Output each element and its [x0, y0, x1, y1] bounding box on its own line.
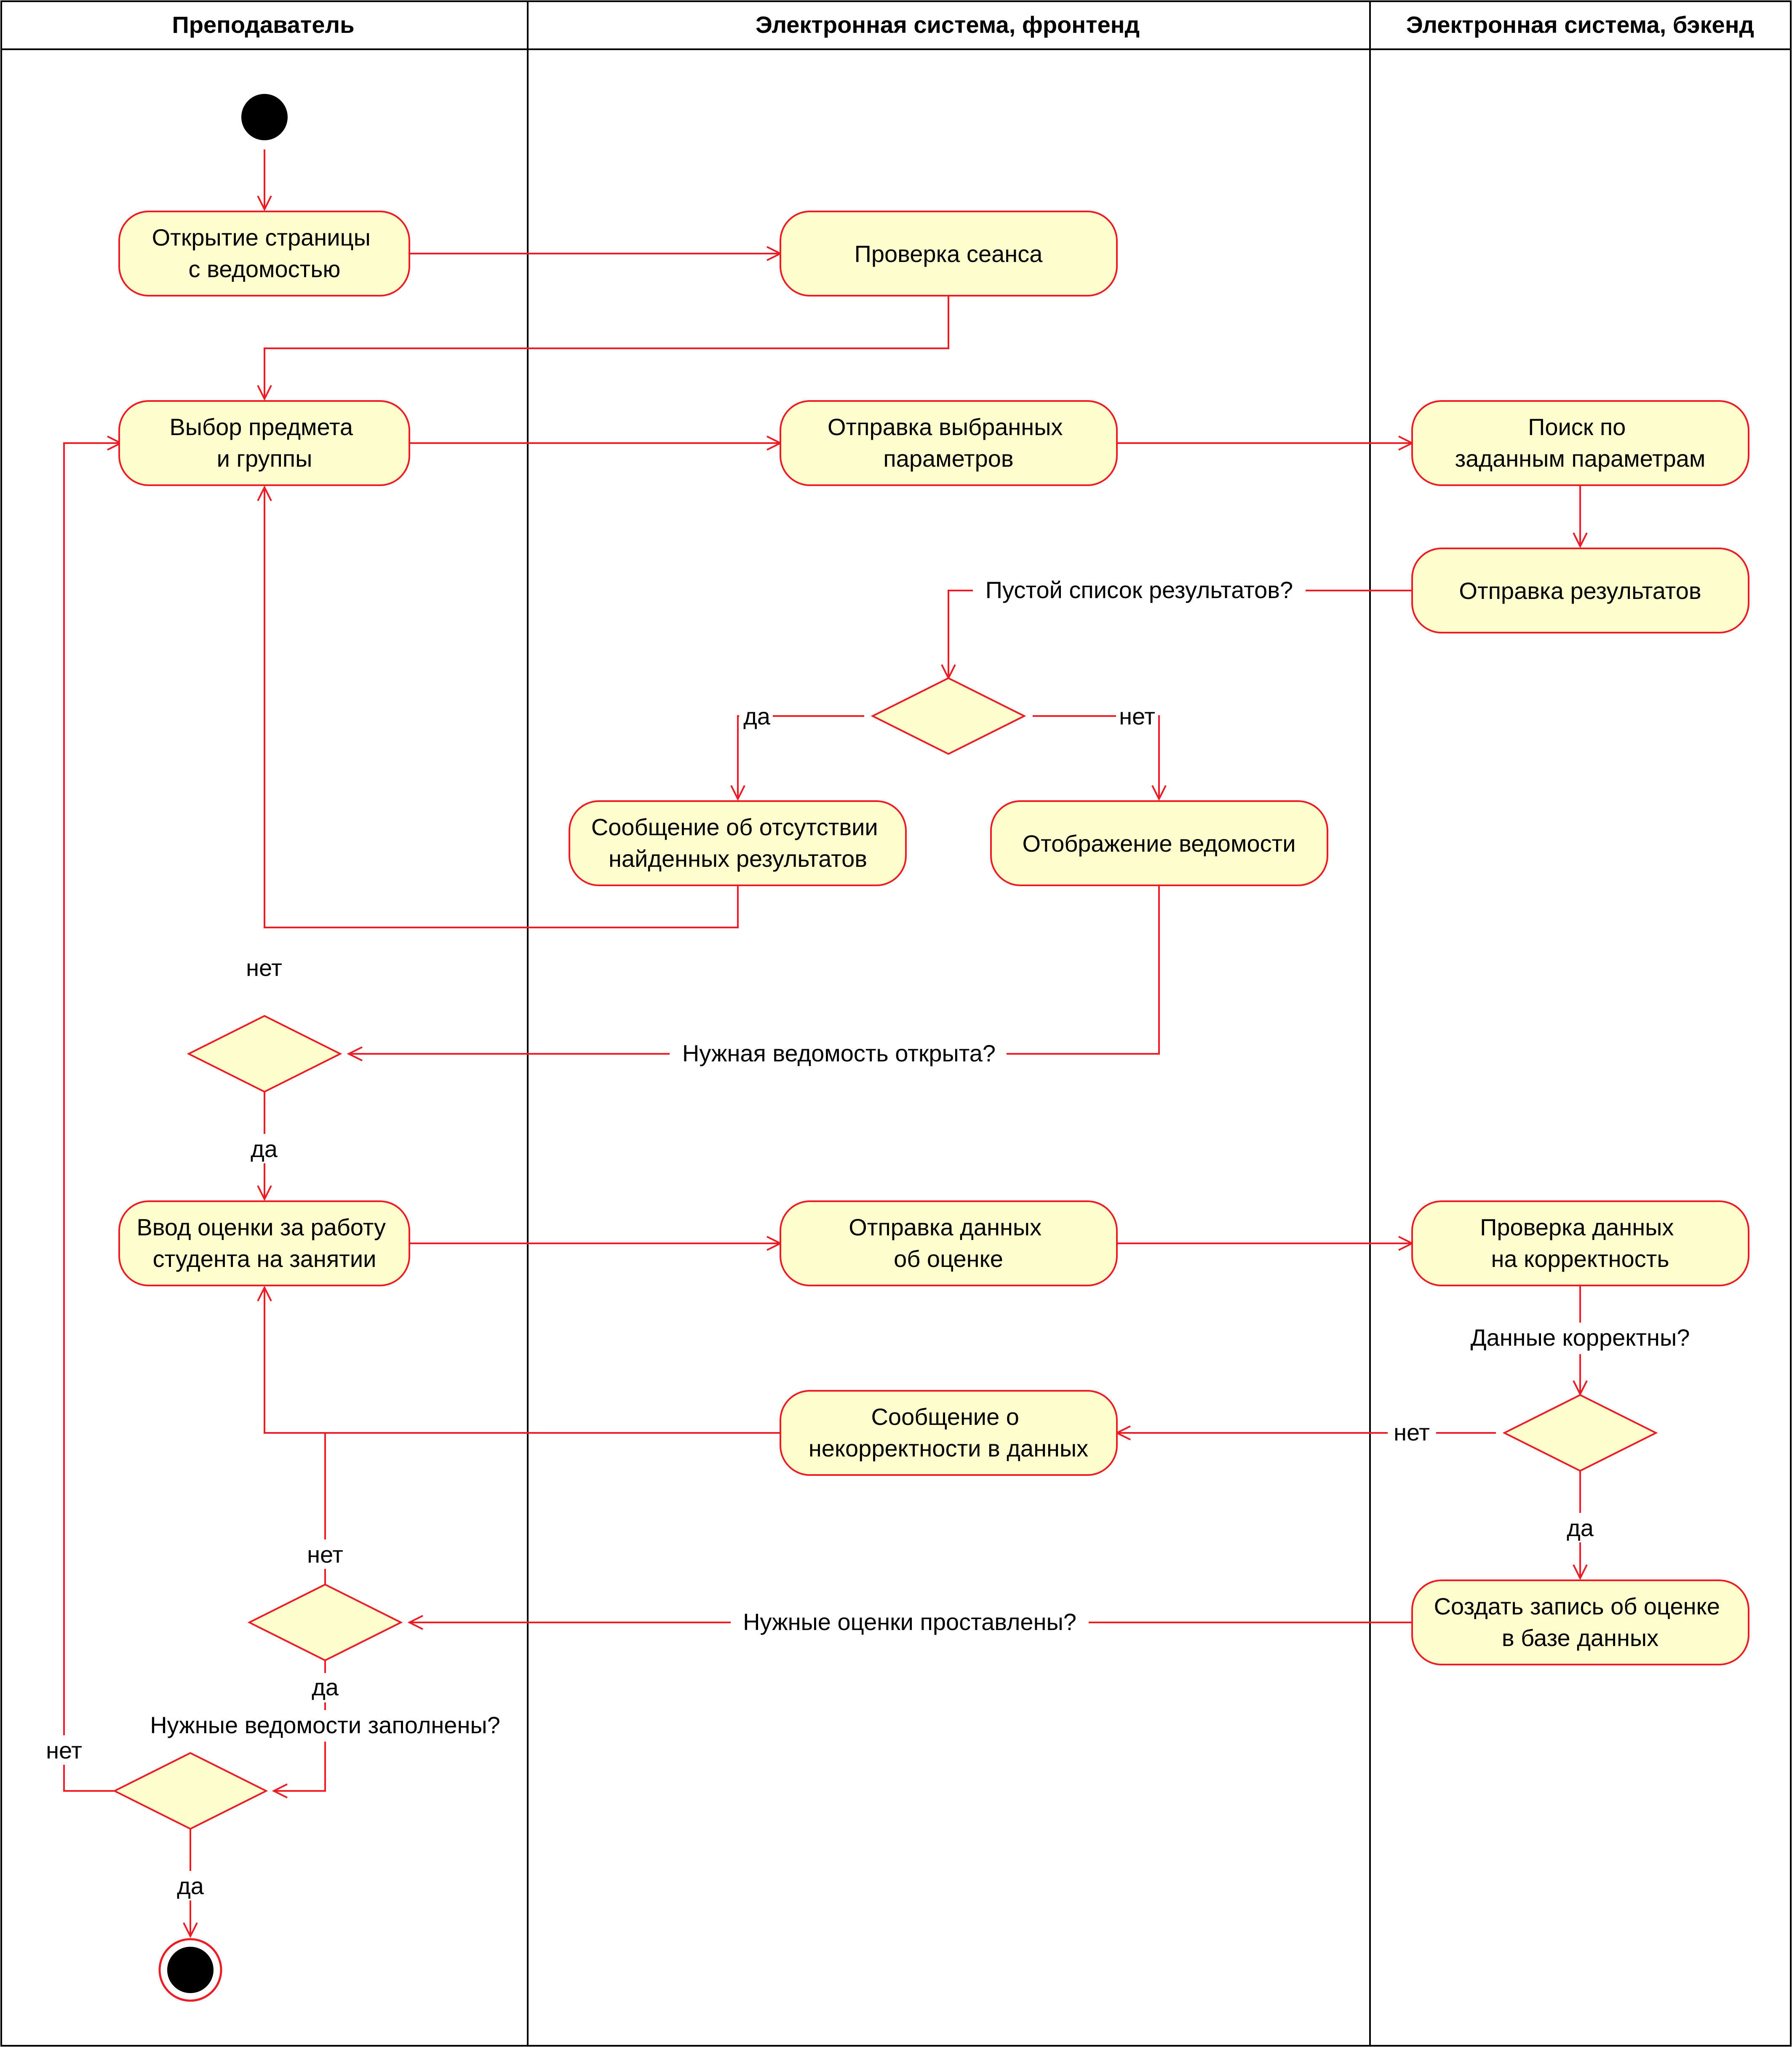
flow-show-to-decision2 — [349, 885, 1160, 1054]
decision-sheet-open — [187, 1015, 342, 1093]
send-grade-label: Отправка данных об оценке — [849, 1214, 1048, 1272]
decision-data-valid — [1502, 1394, 1658, 1472]
flow-decision5-no — [63, 443, 121, 1792]
action-show-sheet: Отображение ведомости — [990, 800, 1328, 886]
flow-decision1-yes — [738, 715, 864, 799]
flow-session-to-choose — [264, 296, 949, 399]
action-choose-subject: Выбор предмета и группы — [118, 400, 410, 486]
lane-title-teacher: Преподаватель — [172, 11, 355, 38]
action-check-session: Проверка сеанса — [780, 211, 1118, 297]
label-sheets-filled: Нужные ведомости заполнены? — [150, 1712, 500, 1738]
create-record-label: Создать запись об оценке в базе данных — [1434, 1593, 1727, 1651]
action-no-results-message: Сообщение об отсутствии найденных резуль… — [569, 800, 907, 886]
lane-title-frontend: Электронная система, фронтенд — [756, 11, 1140, 38]
edge-labels: Пустой список результатов? да нет Нужная… — [40, 573, 1704, 1900]
choose-subject-label: Выбор предмета и группы — [169, 414, 359, 472]
flow-noresult-to-choose — [264, 487, 739, 928]
label-no-valid: нет — [1394, 1419, 1430, 1446]
label-grades-set: Нужные оценки проставлены? — [743, 1609, 1076, 1635]
decision-empty-results — [871, 677, 1026, 755]
no-results-label: Сообщение об отсутствии найденных резуль… — [591, 814, 885, 872]
label-no-empty: нет — [1119, 703, 1155, 730]
invalid-message-label: Сообщение о некорректности в данных — [809, 1403, 1088, 1462]
label-yes-valid: да — [1567, 1515, 1594, 1541]
action-validate: Проверка данных на корректность — [1411, 1200, 1749, 1286]
action-search: Поиск по заданным параметрам — [1411, 400, 1749, 486]
label-empty-results: Пустой список результатов? — [985, 577, 1293, 603]
show-sheet-label: Отображение ведомости — [1022, 830, 1295, 857]
action-send-results: Отправка результатов — [1411, 548, 1749, 633]
open-page-label: Открытие страницы с ведомостью — [152, 224, 377, 282]
action-open-page: Открытие страницы с ведомостью — [118, 211, 410, 297]
action-send-grade: Отправка данных об оценке — [780, 1200, 1118, 1286]
send-params-label: Отправка выбранных параметров — [828, 414, 1069, 472]
flow-decision1-no — [1033, 715, 1159, 799]
decision-grades-set — [247, 1583, 403, 1662]
action-send-params: Отправка выбранных параметров — [780, 400, 1118, 486]
label-data-valid: Данные корректны? — [1471, 1324, 1690, 1351]
label-sheet-open: Нужная ведомость открыта? — [682, 1040, 996, 1066]
label-yes-empty: да — [743, 703, 771, 730]
action-create-record: Создать запись об оценке в базе данных — [1411, 1579, 1749, 1665]
flow-invalid-to-enter — [264, 1288, 780, 1434]
validate-label: Проверка данных на корректность — [1480, 1214, 1680, 1272]
search-label: Поиск по заданным параметрам — [1455, 414, 1706, 472]
label-yes-grades: да — [312, 1674, 339, 1700]
start-node — [241, 94, 288, 140]
send-results-label: Отправка результатов — [1459, 577, 1701, 604]
end-node — [158, 1938, 222, 2002]
enter-grade-label: Ввод оценки за работу студента на заняти… — [136, 1214, 392, 1272]
flows — [63, 150, 1580, 1936]
label-no-filled: нет — [46, 1737, 82, 1764]
label-no-grades: нет — [307, 1541, 343, 1568]
action-enter-grade: Ввод оценки за работу студента на заняти… — [118, 1200, 410, 1286]
action-invalid-message: Сообщение о некорректности в данных — [780, 1390, 1118, 1476]
flow-decision4-yes — [274, 1660, 326, 1791]
label-yes-sheet: да — [251, 1136, 278, 1162]
label-no-sheet: нет — [246, 954, 282, 981]
decision-sheets-filled — [112, 1752, 268, 1830]
lane-title-backend: Электронная система, бэкенд — [1406, 11, 1754, 38]
check-session-label: Проверка сеанса — [855, 241, 1043, 267]
label-yes-filled: да — [177, 1873, 204, 1899]
